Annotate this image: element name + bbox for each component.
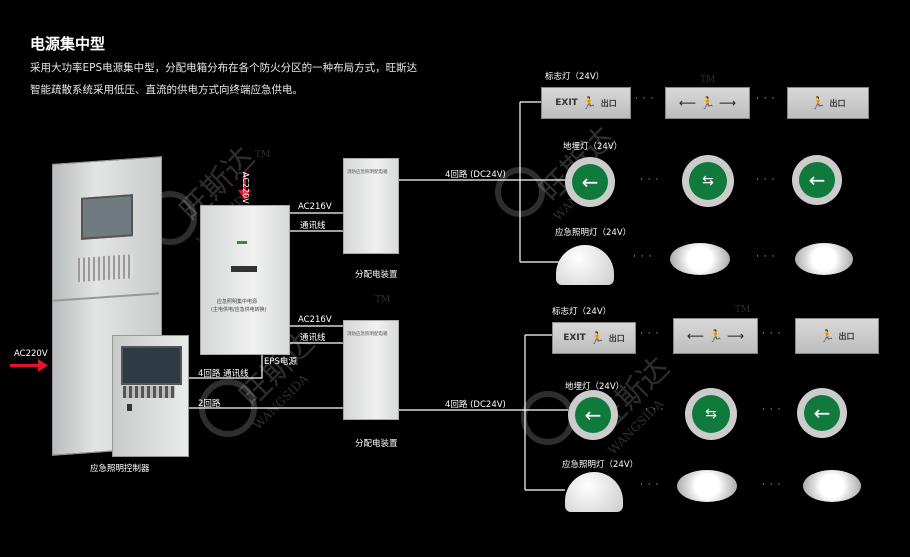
watermark-tm: TM — [375, 295, 391, 305]
intro-line-2: 智能疏散系统采用低压、直流的供电方式向终端应急供电。 — [30, 84, 303, 96]
continuation-dots: · · · — [756, 252, 776, 262]
exit-text: EXIT — [555, 98, 578, 108]
ceiling-light-3 — [677, 470, 737, 502]
distribution-label-bottom: 分配电装置 — [355, 439, 398, 449]
exit-cn-text: 出口 — [608, 333, 625, 343]
dome-light-2 — [565, 472, 623, 512]
left-arrow-icon: ⟵ — [686, 329, 705, 343]
loop-dc-top-label: 4回路 (DC24V) — [445, 170, 506, 180]
ac220-vertical-label: AC220V — [241, 172, 250, 204]
running-man-icon: 🏃 — [589, 331, 605, 345]
exit-sign-3: 🏃 出口 — [787, 87, 869, 119]
eps-text-1: 应急照明集中电源 — [217, 299, 258, 305]
watermark-tm: TM — [735, 305, 751, 315]
exit-sign-4: EXIT 🏃 出口 — [552, 322, 636, 354]
continuation-dots: · · · — [633, 252, 653, 262]
continuation-dots: · · · — [756, 175, 776, 185]
distribution-label-top: 分配电装置 — [355, 270, 398, 280]
eps-indicator — [237, 241, 247, 244]
box-bottom-text: 消防应急照明配电箱 — [347, 332, 388, 337]
page-title: 电源集中型 — [30, 35, 106, 53]
cabinet-keypad — [78, 254, 133, 283]
exit-sign-5: ⟵ 🏃 ⟶ — [673, 318, 758, 354]
continuation-dots: · · · — [762, 405, 782, 415]
sign-light-label: 标志灯（24V） — [545, 72, 605, 82]
right-arrow-icon: ⟶ — [726, 329, 745, 343]
cabinet-display — [81, 194, 133, 240]
eps-power-box: 应急照明集中电源 (主电供电/应急供电转换) — [200, 205, 290, 355]
loop-dc-bottom-label: 4回路 (DC24V) — [445, 400, 506, 410]
ceiling-light-2 — [795, 243, 853, 275]
distribution-box-bottom: 消防应急照明配电箱 — [343, 320, 399, 420]
continuation-dots: · · · — [640, 329, 660, 339]
controller-panel — [112, 335, 189, 457]
box-top-text: 消防应急照明配电箱 — [347, 170, 388, 175]
controller-screen — [121, 346, 182, 385]
comm-top-label: 通讯线 — [300, 221, 326, 231]
continuation-dots: · · · — [640, 480, 660, 490]
emergency-light-label: 应急照明灯（24V） — [555, 228, 632, 238]
bidirectional-arrow-icon: ⇆ — [692, 395, 730, 433]
continuation-dots: · · · — [762, 480, 782, 490]
left-arrow-icon: ⟵ — [678, 96, 697, 110]
floor-light-6: ← — [797, 388, 847, 438]
floor-light-label: 地埋灯（24V） — [563, 142, 623, 152]
exit-text: EXIT — [563, 333, 586, 343]
running-man-icon: 🏃 — [708, 329, 723, 343]
left-arrow-icon: ← — [804, 395, 840, 431]
controller-buttons — [123, 386, 175, 398]
watermark-tm: TM — [255, 150, 271, 160]
ceiling-light-4 — [803, 470, 861, 502]
cabinet-divider — [53, 292, 159, 302]
distribution-box-top: 消防应急照明配电箱 — [343, 158, 399, 254]
ac216-top-label: AC216V — [298, 202, 332, 212]
floor-light-1: ← — [565, 157, 615, 207]
left-arrow-icon: ← — [575, 397, 611, 433]
exit-sign-2: ⟵ 🏃 ⟶ — [665, 87, 750, 119]
continuation-dots: · · · — [635, 94, 655, 104]
left-arrow-icon: ← — [572, 164, 608, 200]
exit-sign-1: EXIT 🏃 出口 — [541, 87, 631, 119]
controller-label: 应急照明控制器 — [90, 464, 150, 474]
ac216-bottom-label: AC216V — [298, 315, 332, 325]
exit-cn-text: 出口 — [600, 98, 617, 108]
comm-bottom-label: 通讯线 — [300, 333, 326, 343]
continuation-dots: · · · — [645, 405, 665, 415]
running-man-icon: 🏃 — [581, 96, 597, 110]
running-man-icon: 🏃 — [810, 96, 826, 110]
bidirectional-arrow-icon: ⇆ — [689, 162, 727, 200]
eps-text-2: (主电供电/应急供电转换) — [211, 307, 267, 313]
loop2-label: 2回路 — [198, 399, 221, 409]
exit-sign-6: 🏃 出口 — [795, 318, 879, 354]
intro-line-1: 采用大功率EPS电源集中型，分配电箱分布在各个防火分区的一种布局方式，旺斯达 — [30, 62, 418, 74]
floor-light-4: ← — [568, 390, 618, 440]
running-man-icon: 🏃 — [700, 96, 715, 110]
ac220-label: AC220V — [14, 349, 48, 359]
floor-light-3: ← — [792, 155, 842, 205]
continuation-dots: · · · — [640, 175, 660, 185]
floor-light-5: ⇆ — [685, 388, 737, 440]
eps-power-label: EPS电源 — [264, 357, 297, 367]
exit-cn-text: 出口 — [829, 98, 846, 108]
continuation-dots: · · · — [762, 329, 782, 339]
running-man-icon: 🏃 — [819, 329, 835, 343]
eps-buttons — [231, 266, 257, 272]
exit-cn-text: 出口 — [838, 331, 855, 341]
emergency-light-label: 应急照明灯（24V） — [562, 460, 639, 470]
floor-light-label: 地埋灯（24V） — [565, 382, 625, 392]
right-arrow-icon: ⟶ — [718, 96, 737, 110]
ceiling-light-1 — [670, 243, 730, 275]
controller-lock — [127, 404, 132, 411]
floor-light-2: ⇆ — [682, 155, 734, 207]
sign-light-label: 标志灯（24V） — [552, 307, 612, 317]
left-arrow-icon: ← — [799, 162, 835, 198]
watermark-tm: TM — [700, 75, 716, 85]
continuation-dots: · · · — [756, 94, 776, 104]
dome-light-1 — [556, 245, 614, 285]
loop4-comm-label: 4回路 通讯线 — [198, 369, 249, 379]
